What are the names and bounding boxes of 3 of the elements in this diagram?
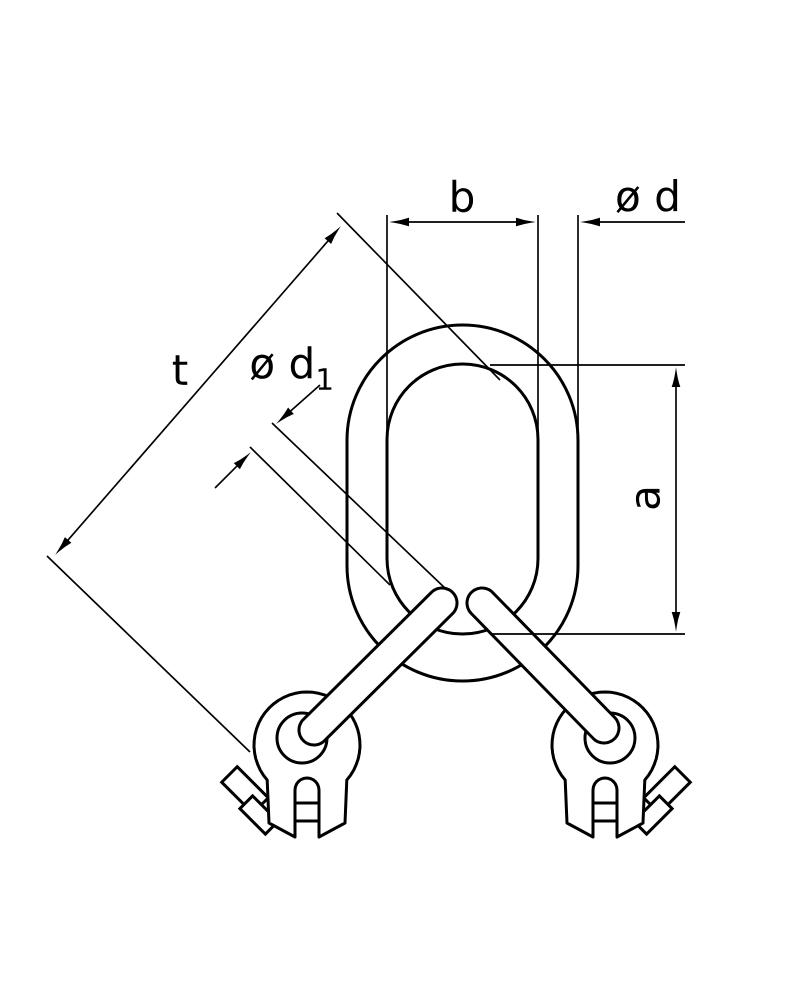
dimension-label: a [636, 488, 660, 508]
dimension-label: ø d [616, 179, 678, 213]
dimension-label: b [452, 180, 474, 212]
